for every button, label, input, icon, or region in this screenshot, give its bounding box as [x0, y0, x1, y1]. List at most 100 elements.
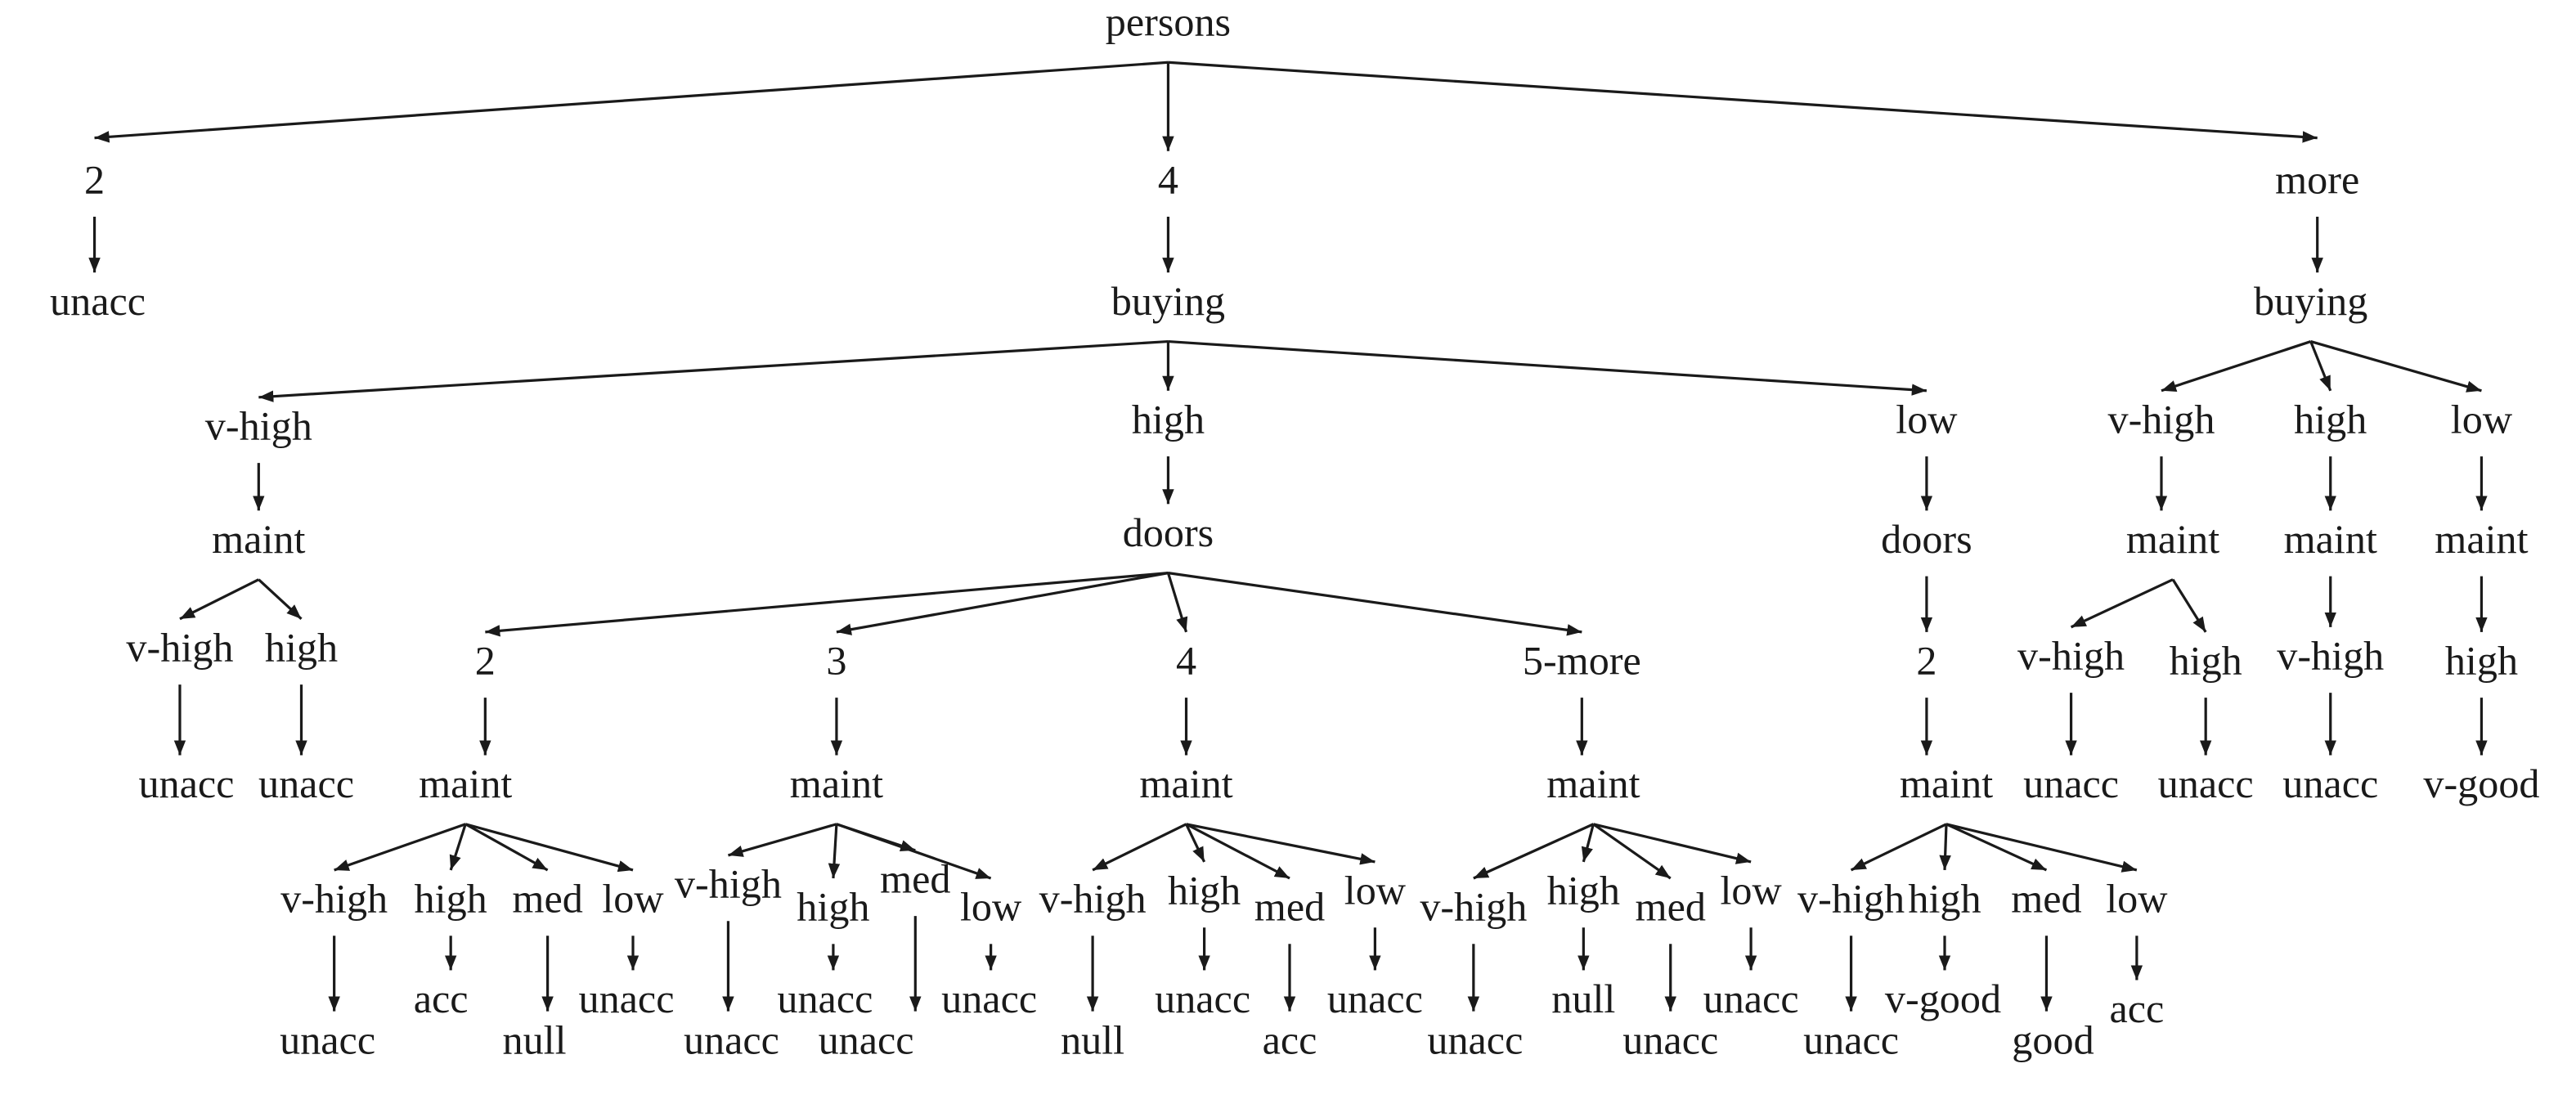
node-label: unacc: [50, 278, 146, 324]
edge-arrow: [258, 578, 303, 621]
edge-arrow: [727, 823, 837, 857]
node-label: high: [265, 624, 338, 670]
edge-arrow: [449, 823, 467, 871]
edge-arrow: [2161, 340, 2312, 393]
node-label: low: [1344, 868, 1407, 913]
node-label: med: [880, 856, 950, 902]
node-label: med: [512, 876, 582, 922]
node-label: buying: [2254, 278, 2367, 324]
node-label: more: [2275, 156, 2359, 202]
node-label: v-high: [2017, 633, 2125, 679]
node-label: high: [1168, 868, 1241, 913]
node-label: unacc: [138, 761, 234, 806]
edge-arrow: [1168, 572, 1582, 636]
node-label: maint: [2126, 516, 2219, 562]
edge-arrow: [1945, 823, 2048, 872]
edge-arrow: [1185, 823, 1206, 863]
edge-arrow: [1168, 61, 2318, 143]
node-label: v-high: [205, 402, 312, 448]
node-label: med: [1254, 884, 1325, 930]
edge-arrow: [258, 339, 1169, 402]
node-label: unacc: [2158, 761, 2254, 806]
node-label: high: [2294, 396, 2367, 442]
node-label: doors: [1123, 509, 1214, 555]
node-label: maint: [419, 761, 512, 806]
edge-arrow: [464, 823, 634, 873]
edge-arrow: [1092, 823, 1187, 872]
node-label: v-high: [1797, 876, 1905, 922]
edge-arrow: [2309, 340, 2332, 392]
node-label: unacc: [258, 761, 354, 806]
edge-arrow: [1473, 823, 1595, 880]
node-label: low: [960, 884, 1022, 930]
node-label: unacc: [280, 1016, 375, 1062]
edge-arrow: [2070, 578, 2174, 629]
node-label: unacc: [1327, 976, 1423, 1021]
node-label: doors: [1881, 516, 1972, 562]
node-label: null: [1551, 976, 1615, 1021]
node-label: high: [1547, 868, 1620, 913]
node-label: good: [2012, 1016, 2094, 1062]
node-label: unacc: [1622, 1016, 1718, 1062]
node-label: med: [2011, 876, 2081, 922]
node-label: unacc: [1703, 976, 1799, 1021]
edge-arrow: [1185, 823, 1290, 880]
node-label: high: [797, 884, 869, 930]
node-label: low: [2106, 876, 2168, 922]
node-label: low: [602, 876, 664, 922]
node-label: v-good: [1885, 976, 2001, 1021]
node-label: high: [1132, 396, 1205, 442]
edge-arrow: [1945, 823, 2138, 873]
node-label: 2: [84, 156, 105, 202]
edge-arrow: [1168, 339, 1928, 396]
edge-arrow: [485, 572, 1169, 637]
node-label: unacc: [2282, 761, 2378, 806]
node-label: maint: [1900, 761, 1993, 806]
edge-arrow: [1186, 823, 1376, 865]
node-label: low: [1896, 396, 1958, 442]
node-label: unacc: [2023, 761, 2119, 806]
node-label: high: [2170, 638, 2242, 684]
edge-arrow: [2171, 578, 2207, 633]
node-label: low: [2451, 396, 2513, 442]
edge-arrow: [2310, 340, 2482, 393]
node-label: unacc: [1155, 976, 1250, 1021]
node-label: 5-more: [1523, 638, 1641, 684]
node-label: 2: [475, 638, 496, 684]
node-label: v-high: [2277, 633, 2384, 679]
edge-arrow: [1166, 572, 1188, 633]
edge-arrow: [1581, 823, 1595, 863]
node-label: high: [415, 876, 487, 922]
node-label: maint: [212, 516, 305, 562]
edge-arrow: [94, 61, 1169, 143]
node-label: high: [2445, 638, 2518, 684]
edge-arrow: [464, 823, 549, 872]
node-label: maint: [2284, 516, 2377, 562]
edges: [88, 61, 2488, 1012]
node-label: 4: [1176, 638, 1196, 684]
node-label: unacc: [941, 976, 1037, 1021]
node-label: acc: [1263, 1016, 1317, 1062]
edge-arrow: [179, 578, 260, 621]
node-label: maint: [1139, 761, 1232, 806]
node-label: unacc: [684, 1016, 779, 1062]
node-label: low: [1720, 868, 1782, 913]
node-label: v-good: [2423, 761, 2539, 806]
edge-arrow: [334, 823, 466, 872]
node-label: v-high: [2107, 396, 2215, 442]
node-label: null: [503, 1016, 567, 1062]
node-label: acc: [2109, 985, 2164, 1031]
node-label: med: [1636, 884, 1706, 930]
node-label: buying: [1111, 278, 1225, 324]
node-label: high: [1908, 876, 1981, 922]
edge-arrow: [836, 823, 992, 880]
node-label: unacc: [819, 1016, 914, 1062]
node-label: v-high: [280, 876, 388, 922]
edge-arrow: [828, 823, 841, 879]
node-label: null: [1061, 1016, 1124, 1062]
edge-arrow: [836, 572, 1169, 635]
node-label: 4: [1158, 156, 1178, 202]
node-label: acc: [414, 976, 469, 1021]
